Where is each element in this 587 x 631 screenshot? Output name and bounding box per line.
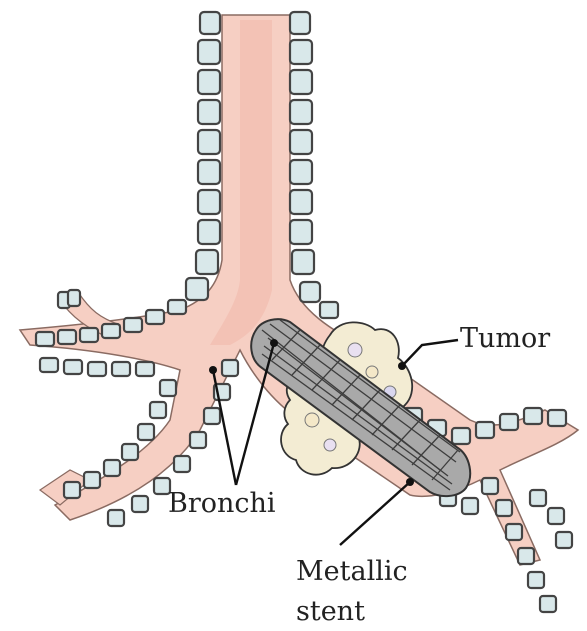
stent-leader bbox=[340, 482, 410, 545]
tumor-label: Tumor bbox=[460, 323, 550, 354]
tumor-leader-dot bbox=[398, 362, 406, 370]
stent-leader-dot bbox=[406, 478, 414, 486]
bronchi-leader-right-dot bbox=[270, 339, 278, 347]
trachea-left-cartilage bbox=[186, 12, 220, 300]
metallic-stent-label-line1: Metallic bbox=[296, 556, 408, 587]
bronchi-label: Bronchi bbox=[168, 488, 276, 519]
bronchi-leader-left-dot bbox=[209, 366, 217, 374]
metallic-stent-label-line2: stent bbox=[296, 596, 365, 627]
trachea-right-cartilage bbox=[290, 12, 320, 302]
tumor-leader bbox=[402, 340, 458, 366]
